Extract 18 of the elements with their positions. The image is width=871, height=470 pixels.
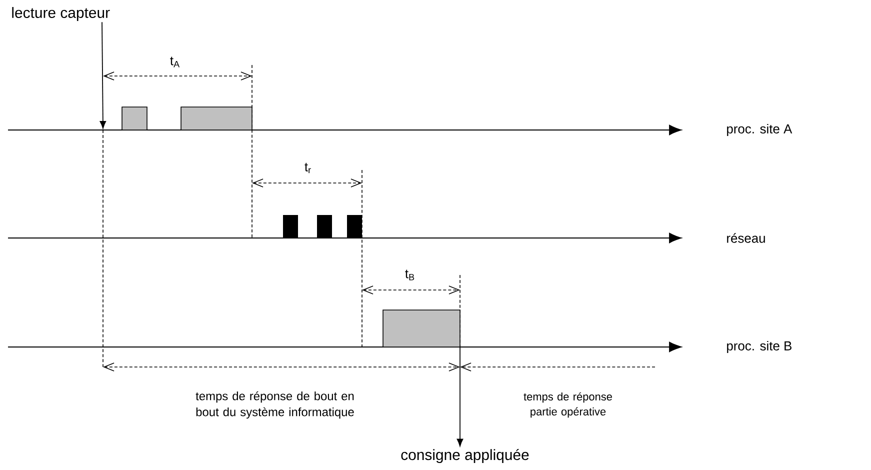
task-bar xyxy=(382,310,460,348)
dimension-label: t$_{A}$ xyxy=(170,56,180,68)
task-bar xyxy=(180,106,252,130)
arrow xyxy=(456,346,464,446)
task-bar xyxy=(122,106,148,130)
message-block xyxy=(317,215,332,238)
message-block xyxy=(347,215,362,238)
message-block xyxy=(283,215,298,238)
timeline-label: réseau xyxy=(727,233,765,243)
dimension-label: t$_{B}$ xyxy=(405,270,414,280)
dimension-label: temps de réponse partie opérative xyxy=(524,392,612,418)
dimension-label: t$_{r}$ xyxy=(304,162,311,174)
dimension-label: temps de réponse de bout en bout du système informatique xyxy=(196,391,354,419)
timeline-label: proc. site A xyxy=(727,124,792,136)
event-label: lecture capteur xyxy=(12,7,110,21)
arrow xyxy=(100,22,106,129)
event-label: consigne appliquée xyxy=(401,448,529,464)
timeline-label: proc. site B xyxy=(727,340,792,354)
